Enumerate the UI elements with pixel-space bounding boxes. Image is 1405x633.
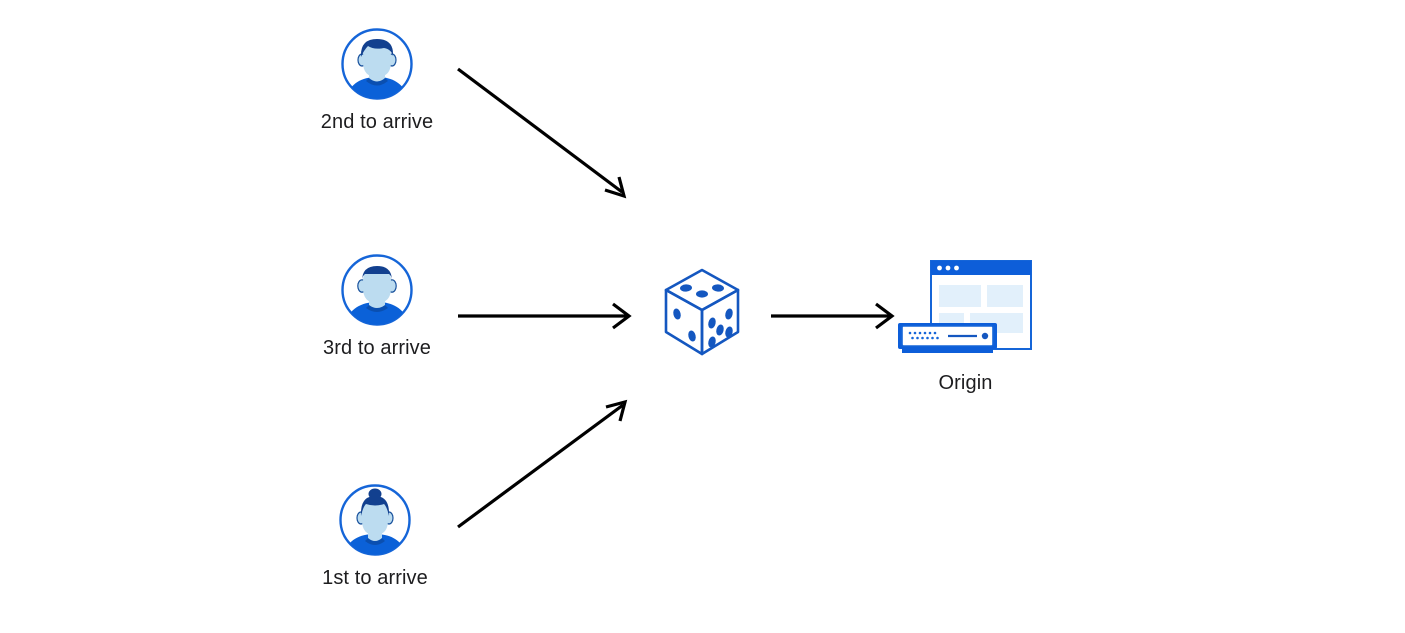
node-user-1st[interactable]: 1st to arrive xyxy=(310,483,440,590)
node-user-3rd[interactable]: 3rd to arrive xyxy=(312,253,442,360)
node-label-user-2nd: 2nd to arrive xyxy=(320,111,434,133)
dice-cube-icon xyxy=(660,266,744,362)
arrow-user2-to-dice xyxy=(457,67,627,199)
origin-server-icon xyxy=(893,257,1038,362)
node-dice[interactable] xyxy=(660,266,744,362)
arrow-user3-to-dice xyxy=(458,302,632,330)
node-origin[interactable]: Origin xyxy=(893,257,1038,395)
node-label-origin: Origin xyxy=(938,372,993,394)
server-appliance-icon xyxy=(898,323,997,353)
user-avatar-icon xyxy=(340,27,414,101)
node-label-user-1st: 1st to arrive xyxy=(322,567,428,589)
arrow-user1-to-dice xyxy=(457,399,628,529)
user-avatar-icon xyxy=(340,253,414,327)
arrow-dice-to-origin xyxy=(771,302,895,330)
user-avatar-icon xyxy=(338,483,412,557)
node-label-user-3rd: 3rd to arrive xyxy=(322,337,431,359)
node-user-2nd[interactable]: 2nd to arrive xyxy=(312,27,442,134)
